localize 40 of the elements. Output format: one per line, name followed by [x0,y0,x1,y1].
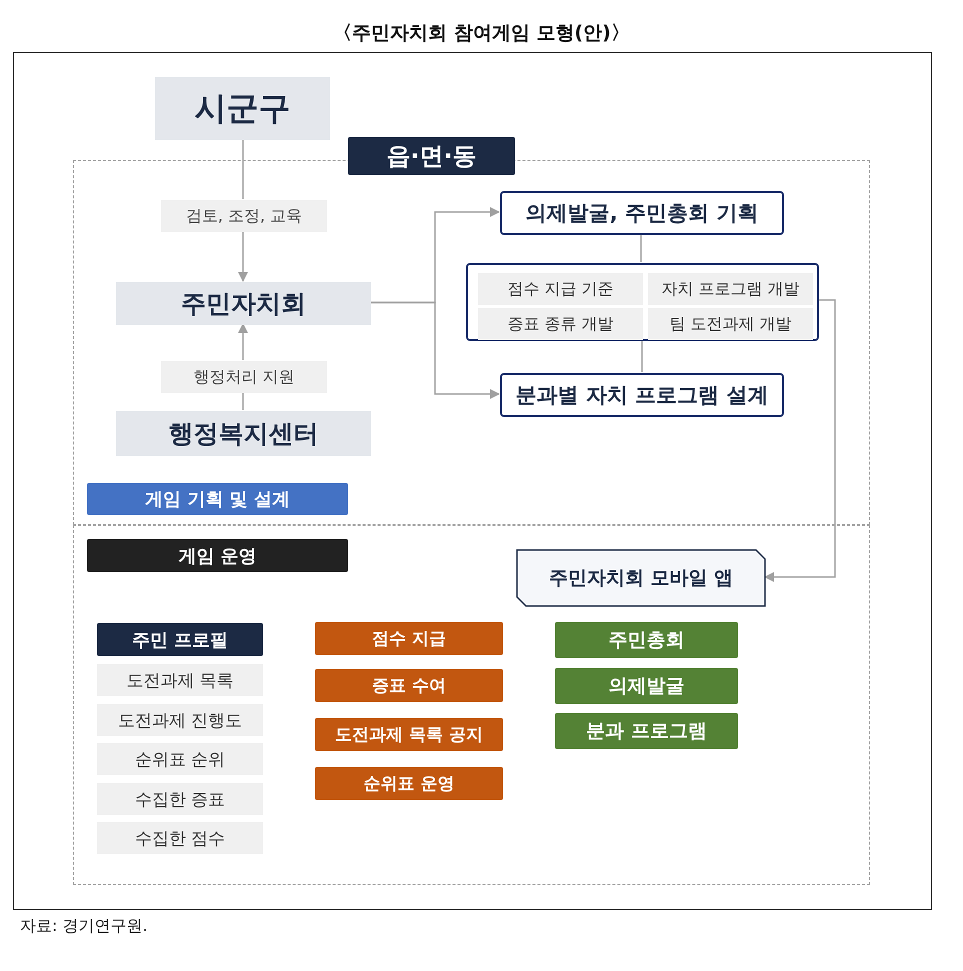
task-box: 분과별 자치 프로그램 설계 [500,373,784,417]
list-item: 순위표 순위 [97,743,263,775]
operation-box: 도전과제 목록 공지 [315,718,503,751]
task-group-box [466,263,819,341]
operation-box: 순위표 운영 [315,767,503,800]
council-box: 주민자치회 [116,282,371,325]
task-cell: 팀 도전과제 개발 [648,308,813,340]
program-box: 분과 프로그램 [555,713,738,749]
note-box: 검토, 조정, 교육 [161,200,327,232]
arrow [764,299,836,582]
area-heading: 읍·면·동 [348,137,515,175]
list-item: 수집한 점수 [97,822,263,854]
connector-line [242,392,244,410]
list-item: 도전과제 진행도 [97,704,263,736]
program-box: 의제발굴 [555,668,738,704]
connector-line [641,340,643,372]
operation-box: 점수 지급 [315,622,503,655]
dashed-section [73,525,870,885]
operation-box: 증표 수여 [315,669,503,702]
section-header: 게임 기획 및 설계 [87,483,348,515]
council-box: 행정복지센터 [116,411,371,456]
mobile-app-box: 주민자치회 모바일 앱 [516,549,766,607]
task-box: 의제발굴, 주민총회 기획 [500,191,784,235]
arrow [238,231,248,282]
program-box: 주민총회 [555,622,738,658]
section-header: 게임 운영 [87,539,348,572]
source-note: 자료: 경기연구원. [20,916,148,937]
arrow [370,302,500,399]
region-box: 시군구 [155,77,330,140]
list-item: 도전과제 목록 [97,664,263,696]
task-cell: 점수 지급 기준 [478,273,643,305]
note-box: 행정처리 지원 [161,361,327,393]
profile-header: 주민 프로필 [97,623,263,656]
connector-line [242,140,244,199]
arrow [238,323,248,360]
task-cell: 자치 프로그램 개발 [648,273,813,305]
task-cell: 증표 종류 개발 [478,308,643,340]
title: 〈주민자치회 참여게임 모형(안)〉 [333,22,630,44]
connector-line [640,234,642,262]
list-item: 수집한 증표 [97,783,263,815]
